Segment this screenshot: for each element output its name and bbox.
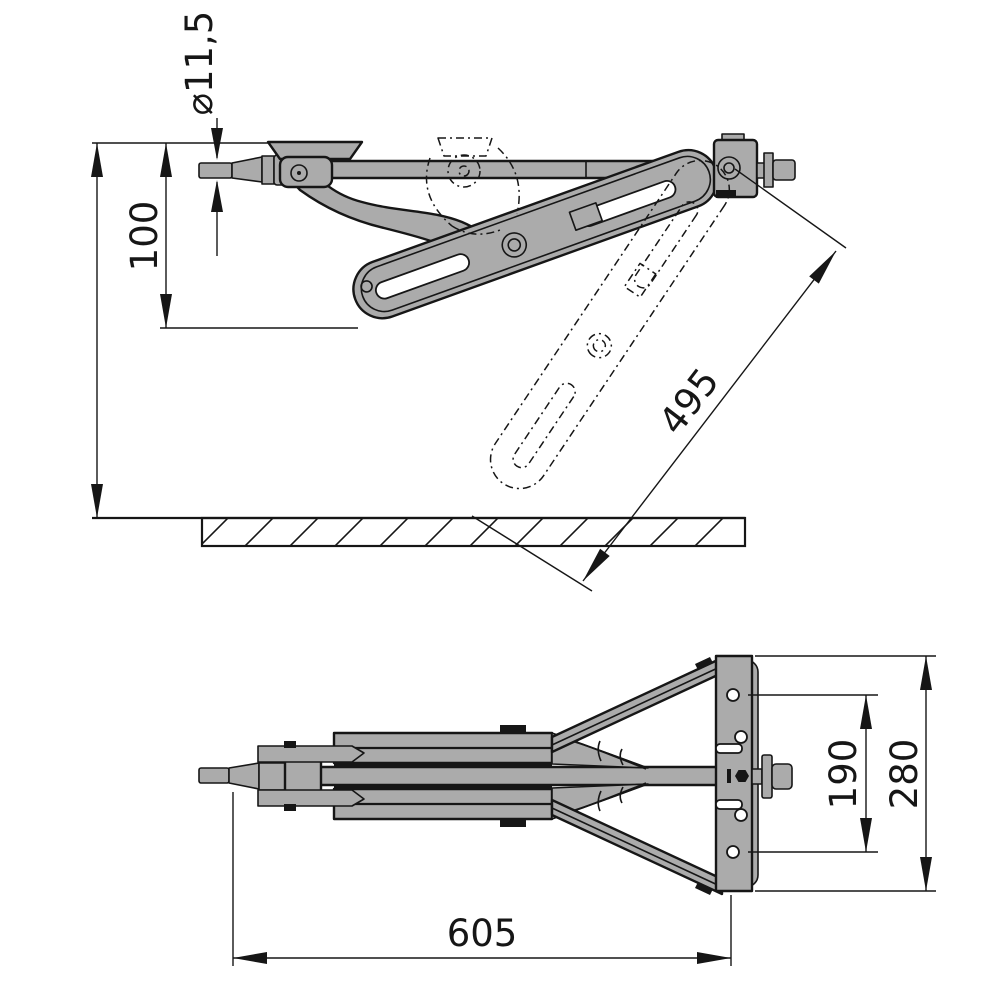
ground: [92, 516, 747, 548]
dim-label-280: 280: [883, 739, 926, 810]
mounting-bracket: [266, 140, 364, 189]
crank-tip: [198, 162, 233, 179]
arm-clip: [568, 202, 604, 231]
plate-slot-lower: [715, 799, 743, 810]
dim-label-495: 495: [651, 360, 728, 442]
ground-hatch: [202, 518, 725, 546]
top-view: 190 280 605: [198, 654, 936, 966]
pivot-bolt-icon: [717, 156, 741, 180]
plate-holes: [726, 688, 748, 859]
dimension-shaft-diameter: ⌀11,5: [178, 11, 223, 256]
pivot-block: [712, 133, 759, 199]
arm-center-hole: [501, 232, 528, 258]
phantom-crank: [425, 137, 520, 235]
dim-label-605: 605: [447, 912, 518, 955]
spindle-shaft-top: [310, 765, 744, 787]
dimension-drop-height: 100: [123, 143, 358, 329]
dim-label-diameter: ⌀11,5: [178, 11, 221, 116]
arm-foot-hole: [360, 280, 373, 293]
main-arm: [352, 148, 719, 320]
dim-label-100: 100: [123, 201, 166, 272]
dimension-hole-spacing: 190: [748, 694, 878, 853]
dimension-plate-height: 280: [755, 655, 936, 892]
bracket-bolt-icon: [290, 164, 308, 182]
spindle-bolt: [756, 152, 796, 188]
hex-nut-icon: [735, 770, 749, 782]
phantom-arm: [489, 159, 731, 490]
dimension-overall-length: 605: [232, 792, 732, 966]
mounting-plate: [714, 654, 759, 893]
crank-handle-end: [198, 741, 365, 811]
dimension-overall-height: [91, 142, 268, 518]
v-struts: [550, 656, 724, 896]
plate-slot-upper: [715, 743, 743, 754]
spindle-end-bolt: [751, 754, 793, 799]
dim-label-190: 190: [822, 739, 865, 810]
arm-slot-lower: [374, 253, 470, 300]
side-view: 100 ⌀11,5 495: [91, 11, 847, 592]
